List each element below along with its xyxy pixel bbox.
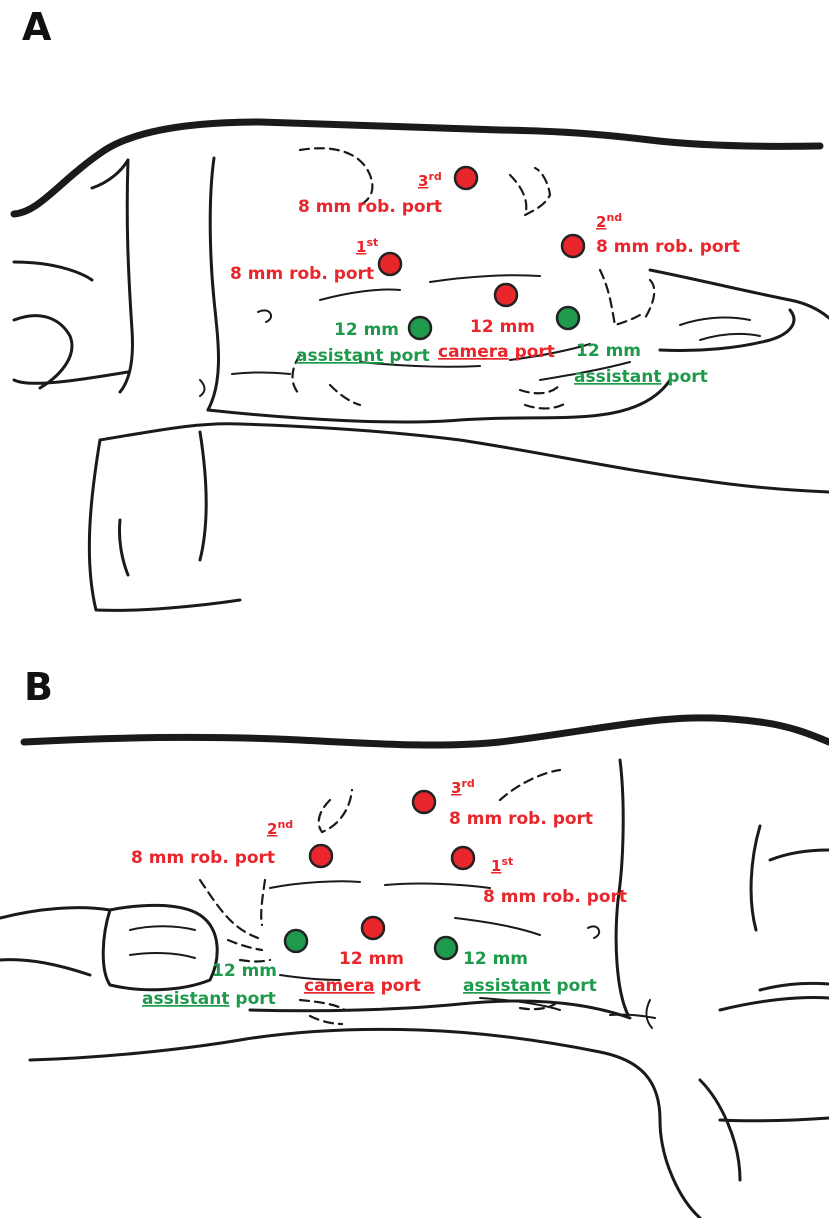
panel-a-port-camera: [495, 284, 517, 306]
panel-b-label-3rd-text: 8 mm rob. port: [449, 809, 593, 829]
panel-b-label-assist-right-text: assistant port: [463, 976, 597, 996]
panel-a-labels: 3rd 8 mm rob. port 1st 8 mm rob. port 2n…: [230, 170, 740, 387]
panel-a: A: [14, 5, 829, 610]
panel-b-label-2nd-text: 8 mm rob. port: [131, 848, 275, 868]
panel-a-label-camera-size: 12 mm: [470, 317, 535, 337]
panel-b-label-assist-left-text: assistant port: [142, 989, 276, 1009]
panel-a-arm: [650, 270, 829, 351]
panel-b-small-marks: [588, 926, 655, 1028]
panel-a-dash-5: [600, 270, 654, 325]
panel-b-label-assist-right-size: 12 mm: [463, 949, 528, 969]
panel-a-ports: [379, 167, 584, 339]
panel-b-shoulder: [720, 826, 829, 1010]
panel-a-hand: [680, 318, 760, 340]
panel-b-port-2nd-robotic: [310, 845, 332, 867]
panel-b: B: [0, 665, 829, 1218]
panel-a-label-assist-left-text: assistant port: [296, 346, 430, 366]
panel-a-label-assist-left-size: 12 mm: [334, 320, 399, 340]
panel-a-label-1st-ordinal: 1st: [356, 236, 378, 256]
panel-a-port-assistant-right: [557, 307, 579, 329]
panel-a-lower-line: [100, 424, 829, 492]
panel-a-letter: A: [22, 5, 52, 49]
panel-a-dash-4: [520, 385, 568, 408]
panel-a-head: [14, 262, 128, 388]
panel-a-shoulder: [92, 160, 133, 392]
panel-b-letter: B: [24, 665, 53, 709]
panel-b-port-assistant-right: [435, 937, 457, 959]
panel-b-label-assist-left-size: 12 mm: [212, 961, 277, 981]
panel-a-label-assist-right-text: assistant port: [574, 367, 708, 387]
panel-a-label-camera-text: camera port: [438, 342, 555, 362]
panel-b-label-camera-text: camera port: [304, 976, 421, 996]
panel-b-label-3rd-ordinal: 3rd: [451, 777, 475, 797]
panel-b-ports: [285, 791, 474, 959]
panel-a-dash-2: [510, 168, 550, 215]
panel-b-thigh: [700, 1080, 829, 1180]
panel-b-labels: 3rd 8 mm rob. port 2nd 8 mm rob. port 1s…: [131, 777, 627, 1009]
panel-b-dash-2: [500, 770, 560, 800]
panel-b-port-1st-robotic: [452, 847, 474, 869]
panel-a-label-2nd-ordinal: 2nd: [596, 211, 622, 231]
panel-b-port-camera: [362, 917, 384, 939]
panel-a-label-2nd-text: 8 mm rob. port: [596, 237, 740, 257]
panel-a-leg-details: [119, 432, 206, 575]
panel-a-port-assistant-left: [409, 317, 431, 339]
panel-a-port-2nd-robotic: [562, 235, 584, 257]
panel-b-dash-4: [228, 940, 270, 962]
panel-a-port-3rd-robotic: [455, 167, 477, 189]
panel-a-label-3rd-ordinal: 3rd: [418, 170, 442, 190]
panel-a-thigh: [89, 440, 240, 610]
panel-a-small-marks: [200, 310, 290, 396]
panel-b-hand: [130, 926, 195, 958]
panel-b-back-line: [24, 718, 829, 745]
panel-b-arm: [0, 905, 217, 989]
panel-b-port-3rd-robotic: [413, 791, 435, 813]
panel-b-dash-1: [319, 790, 352, 832]
panel-b-port-assistant-left: [285, 930, 307, 952]
panel-b-label-2nd-ordinal: 2nd: [267, 818, 293, 838]
panel-b-label-1st-ordinal: 1st: [491, 855, 513, 875]
panel-a-port-1st-robotic: [379, 253, 401, 275]
panel-a-label-3rd-text: 8 mm rob. port: [298, 197, 442, 217]
panel-a-label-assist-right-size: 12 mm: [576, 341, 641, 361]
panel-b-label-camera-size: 12 mm: [339, 949, 404, 969]
panel-a-torso-front: [208, 158, 219, 410]
panel-b-lower-line: [30, 1029, 700, 1218]
panel-b-flank: [250, 1001, 630, 1018]
panel-b-dash-3: [200, 880, 265, 938]
panel-b-label-1st-text: 8 mm rob. port: [483, 887, 627, 907]
panel-a-label-1st-text: 8 mm rob. port: [230, 264, 374, 284]
panel-b-body-outline: [0, 718, 829, 1218]
